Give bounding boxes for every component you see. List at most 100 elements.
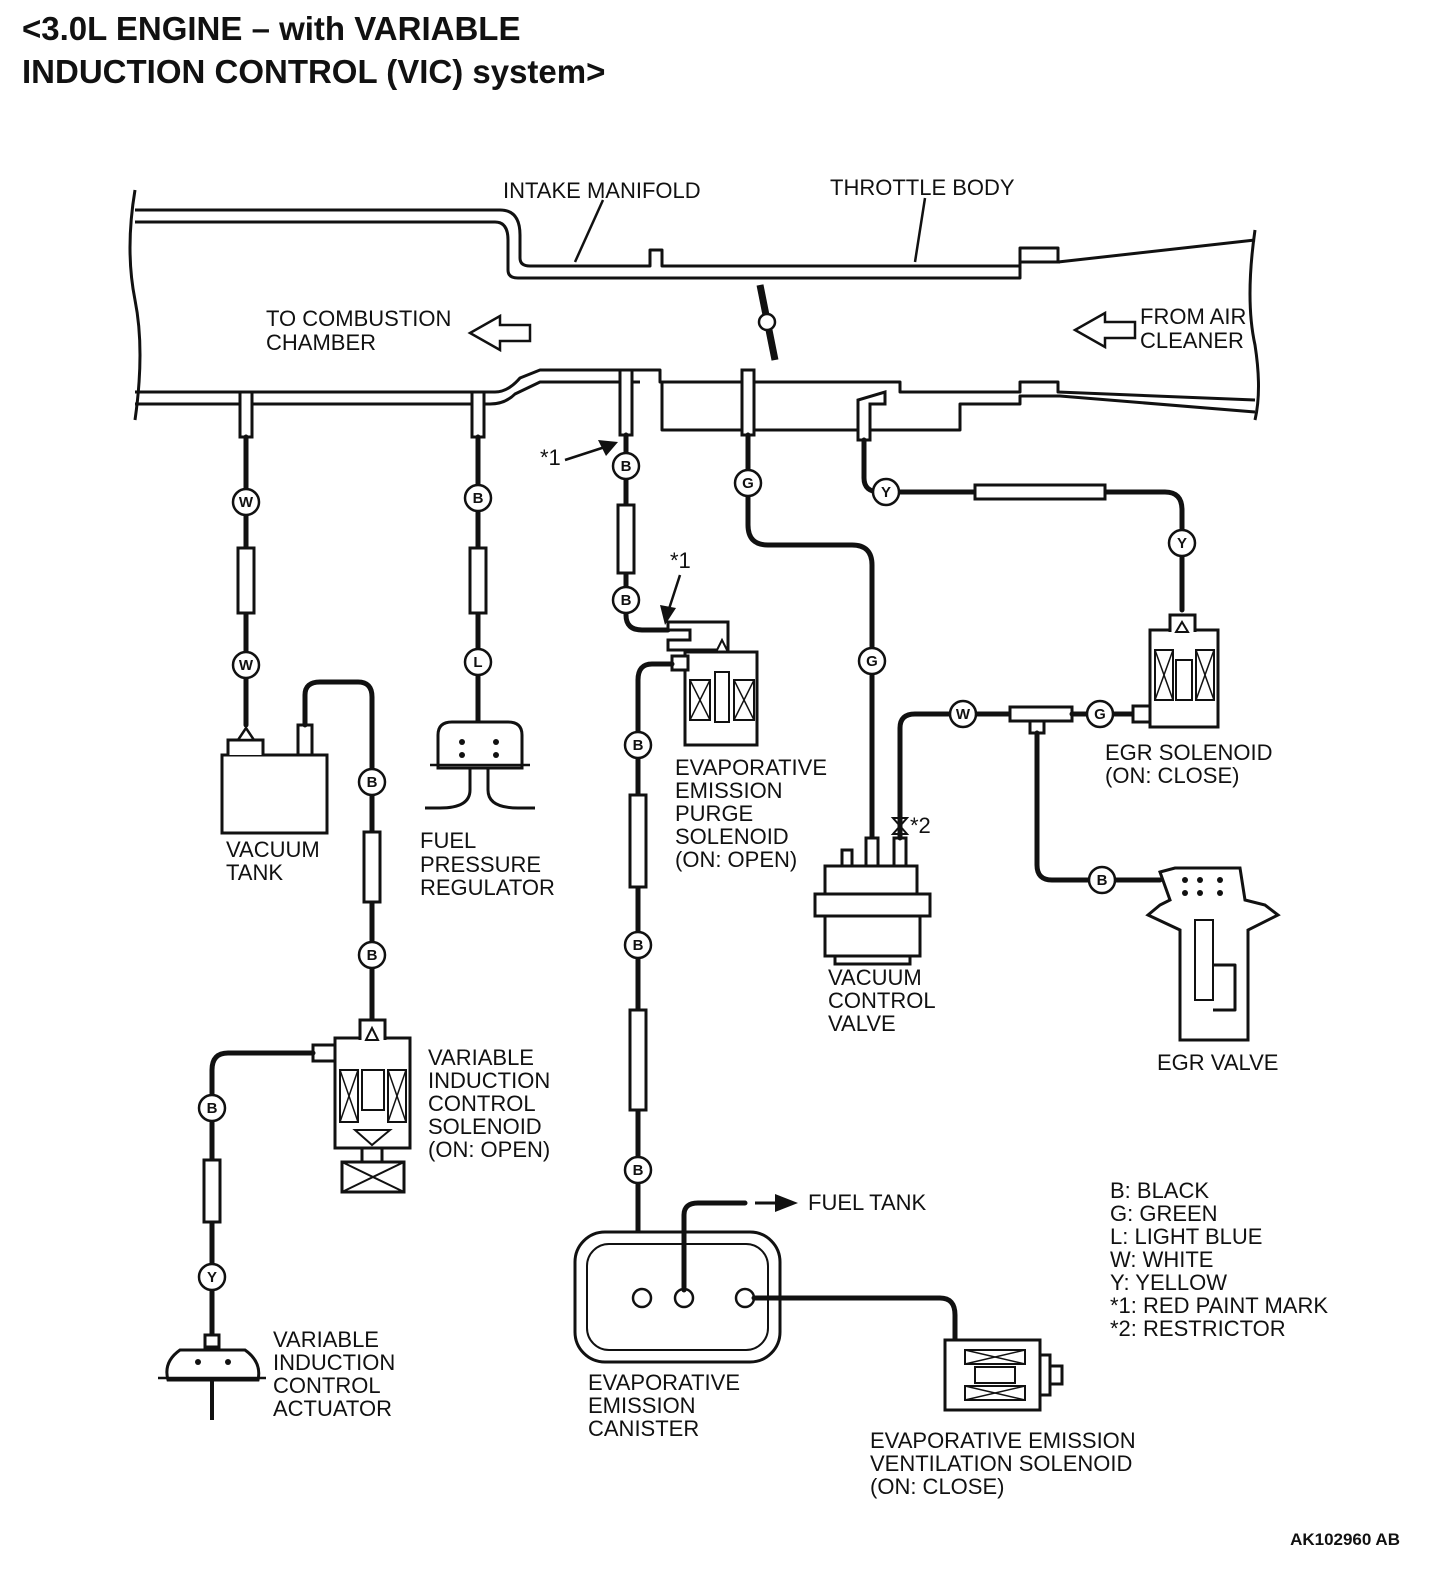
- vic-solenoid-label-2: INDUCTION: [428, 1068, 550, 1093]
- vic-actuator: [158, 1333, 266, 1420]
- canister-label-3: CANISTER: [588, 1416, 699, 1441]
- legend-item: B: BLACK: [1110, 1178, 1209, 1203]
- svg-text:B: B: [621, 592, 632, 609]
- hose-tag-b-2: B: [357, 940, 387, 970]
- hose-tag-b-1: B: [357, 767, 387, 797]
- svg-text:B: B: [367, 774, 378, 791]
- svg-text:B: B: [621, 458, 632, 475]
- svg-text:W: W: [956, 706, 971, 723]
- vacuum-tank-label-1: VACUUM: [226, 837, 320, 862]
- hose-tag-b-10: B: [197, 1093, 227, 1123]
- egr-solenoid: [1131, 613, 1220, 729]
- svg-text:G: G: [742, 475, 754, 492]
- svg-text:G: G: [866, 653, 878, 670]
- svg-text:W: W: [239, 494, 254, 511]
- vic-solenoid-label-5: (ON: OPEN): [428, 1137, 550, 1162]
- hose-tag-b-9: B: [1087, 865, 1117, 895]
- tee-joint: [1008, 705, 1074, 735]
- purge-label-1: EVAPORATIVE: [675, 755, 827, 780]
- svg-text:G: G: [1094, 706, 1106, 723]
- svg-text:B: B: [1097, 872, 1108, 889]
- svg-text:B: B: [633, 737, 644, 754]
- hose-tag-w-2: W: [231, 650, 261, 680]
- left-arrow-icon: [467, 313, 532, 353]
- vcv-label-1: VACUUM: [828, 965, 922, 990]
- svg-text:B: B: [633, 1162, 644, 1179]
- legend-item: Y: YELLOW: [1110, 1270, 1227, 1295]
- color-legend: B: BLACK G: GREEN L: LIGHT BLUE W: WHITE…: [1110, 1178, 1328, 1341]
- purge-label-3: PURGE: [675, 801, 753, 826]
- hose-connector: [236, 546, 256, 615]
- vic-actuator-label-1: VARIABLE: [273, 1327, 379, 1352]
- svg-text:Y: Y: [1177, 535, 1187, 552]
- to-combustion-label-2: CHAMBER: [266, 330, 376, 355]
- intake-manifold-label: INTAKE MANIFOLD: [503, 178, 701, 203]
- vcv-label-3: VALVE: [828, 1011, 896, 1036]
- canister-label-1: EVAPORATIVE: [588, 1370, 740, 1395]
- intake-manifold: [128, 189, 1260, 432]
- purge-solenoid: [666, 620, 759, 747]
- legend-item: *1: RED PAINT MARK: [1110, 1293, 1328, 1318]
- svg-text:Y: Y: [207, 1269, 217, 1286]
- egr-valve-label: EGR VALVE: [1157, 1050, 1278, 1075]
- svg-text:B: B: [473, 490, 484, 507]
- hose-tag-b-5: B: [611, 585, 641, 615]
- hose-tag-b-7: B: [623, 930, 653, 960]
- fpr-label-3: REGULATOR: [420, 875, 555, 900]
- purge-label-5: (ON: OPEN): [675, 847, 797, 872]
- svg-text:L: L: [473, 654, 482, 671]
- svg-text:B: B: [207, 1100, 218, 1117]
- svg-text:B: B: [367, 947, 378, 964]
- vic-solenoid: [311, 1018, 412, 1194]
- hose-tag-w-3: W: [948, 699, 978, 729]
- hose-tag-b-6: B: [623, 730, 653, 760]
- title-line-1: <3.0L ENGINE – with VARIABLE: [22, 10, 520, 47]
- vcv-label-2: CONTROL: [828, 988, 936, 1013]
- svg-text:B: B: [633, 937, 644, 954]
- fuel-tank-label: FUEL TANK: [808, 1190, 927, 1215]
- hose-tag-y-2: Y: [1167, 528, 1197, 558]
- purge-label-2: EMISSION: [675, 778, 783, 803]
- hose-tag-b-4: B: [611, 451, 641, 481]
- fpr-label-2: PRESSURE: [420, 852, 541, 877]
- vic-actuator-label-2: INDUCTION: [273, 1350, 395, 1375]
- fpr-label-1: FUEL: [420, 828, 476, 853]
- svg-text:W: W: [239, 657, 254, 674]
- canister-label-2: EMISSION: [588, 1393, 696, 1418]
- ventilation-label-3: (ON: CLOSE): [870, 1474, 1004, 1499]
- vic-actuator-label-4: ACTUATOR: [273, 1396, 392, 1421]
- ventilation-solenoid: [943, 1338, 1064, 1412]
- to-combustion-label-1: TO COMBUSTION: [266, 306, 451, 331]
- legend-item: *2: RESTRICTOR: [1110, 1316, 1286, 1341]
- ventilation-label-1: EVAPORATIVE EMISSION: [870, 1428, 1136, 1453]
- vacuum-control-valve: [813, 836, 932, 966]
- egr-valve: [1145, 866, 1281, 1042]
- vic-solenoid-label-3: CONTROL: [428, 1091, 536, 1116]
- hose-tag-l-1: L: [463, 647, 493, 677]
- egr-solenoid-label-2: (ON: CLOSE): [1105, 763, 1239, 788]
- throttle-body-label: THROTTLE BODY: [830, 175, 1015, 200]
- purge-label-4: SOLENOID: [675, 824, 789, 849]
- hose-tag-y-3: Y: [197, 1262, 227, 1292]
- ventilation-label-2: VENTILATION SOLENOID: [870, 1451, 1132, 1476]
- legend-item: L: LIGHT BLUE: [1110, 1224, 1262, 1249]
- vic-solenoid-label-1: VARIABLE: [428, 1045, 534, 1070]
- fuel-pressure-regulator: [425, 720, 535, 810]
- hose-tag-g-1: G: [733, 468, 763, 498]
- from-air-label-2: CLEANER: [1140, 328, 1244, 353]
- arrow-right-icon: [775, 1194, 798, 1212]
- legend-item: W: WHITE: [1110, 1247, 1213, 1272]
- hose-tag-w-1: W: [231, 487, 261, 517]
- from-air-label-1: FROM AIR: [1140, 304, 1246, 329]
- figure-code: AK102960 AB: [1290, 1530, 1400, 1549]
- restrictor-mark: *2: [910, 813, 931, 838]
- egr-solenoid-label-1: EGR SOLENOID: [1105, 740, 1272, 765]
- vic-solenoid-label-4: SOLENOID: [428, 1114, 542, 1139]
- hose-tag-g-2: G: [857, 646, 887, 676]
- hose-tag-y-1: Y: [871, 477, 901, 507]
- legend-item: G: GREEN: [1110, 1201, 1218, 1226]
- left-arrow-icon-2: [1072, 310, 1137, 350]
- svg-text:Y: Y: [881, 484, 891, 501]
- evap-canister: [573, 1230, 782, 1364]
